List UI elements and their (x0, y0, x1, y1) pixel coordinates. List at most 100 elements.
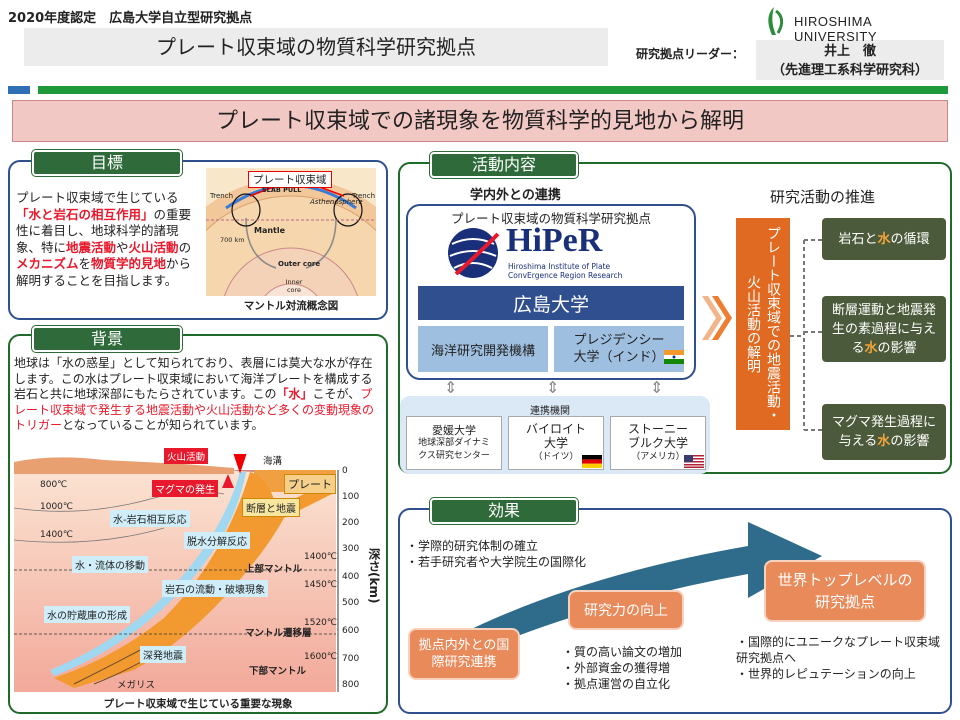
effects-heading: 効果 (430, 498, 578, 524)
germany-flag-icon (582, 455, 602, 468)
temp-1400-right: 1400℃ (304, 552, 338, 562)
process-water-rock: 水-岩石相互反応 (110, 510, 190, 527)
certification-label: 2020年度認定 広島大学自立型研究拠点 (8, 11, 253, 26)
research-item-fault: 断層運動と地震発生の素過程に与える水の影響 (822, 296, 946, 362)
hiper-logo-text: HiPeR (506, 222, 603, 259)
subduction-diagram: 火山活動 海溝 プレート 800℃ 1000℃ 1400℃ 1400℃ 1450… (13, 448, 382, 694)
effect-bullet: ・質の高い論文の増加 (562, 645, 683, 659)
diagram-callout: プレート収束域 (248, 171, 332, 188)
research-goal-vertical: プレート収束域での地震活動・火山活動の解明 (736, 218, 790, 430)
leader-affiliation: （先進理工系科学研究科） (771, 63, 928, 78)
research-item-rock-water: 岩石と水の循環 (822, 218, 946, 260)
label-trench-left: Trench (210, 192, 233, 200)
process-magma: マグマの発生 (152, 480, 218, 497)
depth-600: 600 (342, 626, 360, 636)
inst-ehime: 愛媛大学 地球深部ダイナミ クス研究センター (406, 416, 502, 470)
effect-bullet: ・外部資金の獲得増 (562, 661, 671, 675)
temp-800: 800℃ (40, 480, 68, 490)
process-rock-flow: 岩石の流動・破壊現象 (162, 580, 268, 597)
goal-text: プレート収束域で生じている「水と岩石の相互作用」の重要性に着目し、地球科学的諸現… (16, 190, 192, 288)
temp-1520: 1520℃ (304, 618, 338, 628)
process-fluid-migration: 水・流体の移動 (72, 556, 148, 573)
goal-heading: 目標 (32, 150, 182, 176)
process-dehydration: 脱水分解反応 (184, 532, 250, 549)
label-inner-core: Inner core (285, 278, 303, 294)
effect-bullet: ・世界的レピュテーションの向上 (736, 667, 916, 681)
leader-box: 井上 徹 （先進理工系科学研究科） (756, 40, 944, 80)
label-asthenosphere: Asthenosphere (310, 198, 363, 206)
promotion-title: 研究活動の推進 (770, 188, 876, 206)
main-banner: プレート収束域での諸現象を物質科学的見地から解明 (12, 100, 948, 142)
research-item-magma: マグマ発生過程に与える水の影響 (822, 404, 946, 460)
leader-label: 研究拠点リーダー： (636, 47, 745, 61)
background-text: 地球は「水の惑星」として知られており、表層には莫大な水が存在します。この水はプレ… (14, 356, 375, 432)
link-arrow-3: ⇕ (650, 378, 664, 397)
label-trench-right: Trench (352, 192, 375, 200)
hiper-globe-icon (448, 228, 500, 278)
link-arrow-1: ⇕ (444, 378, 458, 397)
center-title: プレート収束域の物質科学研究拠点 (450, 211, 651, 226)
collab-title: 学内外との連携 (470, 188, 561, 203)
depth-300: 300 (342, 544, 360, 554)
activities-heading: 活動内容 (430, 152, 578, 178)
network-label: 連携機関 (530, 406, 570, 417)
temp-1000: 1000℃ (40, 502, 74, 512)
label-trench: 海溝 (263, 456, 283, 467)
mantle-diagram-caption: マントル対流概念図 (243, 300, 339, 312)
label-plate: プレート (284, 474, 336, 494)
effect-bullet: ・学際的研究体制の確立 (406, 539, 539, 553)
effects-bullets-mid: ・質の高い論文の増加 ・外部資金の獲得増 ・拠点運営の自立化 (562, 644, 742, 692)
depth-100: 100 (342, 492, 360, 502)
effect-bullet: ・国際的にユニークなプレート収束域研究拠点へ (736, 635, 941, 665)
stage-collaboration: 拠点内外との国際研究連携 (408, 628, 520, 680)
partner-jamstec: 海洋研究開発機構 (418, 326, 548, 372)
effect-bullet: ・拠点運営の自立化 (562, 677, 671, 691)
layer-transition: マントル遷移層 (245, 628, 312, 639)
process-water-reservoir: 水の貯蔵庫の形成 (44, 606, 130, 623)
label-mantle: Mantle (254, 226, 286, 235)
effects-bullets-right: ・国際的にユニークなプレート収束域研究拠点へ ・世界的レピュテーションの向上 (736, 634, 948, 682)
header-divider-green (38, 86, 948, 94)
university-name: HIROSHIMA UNIVERSITY (794, 14, 878, 44)
label-700km: 700 km (220, 236, 245, 244)
temp-1450: 1450℃ (304, 580, 338, 590)
depth-0: 0 (342, 466, 348, 476)
background-heading: 背景 (32, 326, 182, 352)
temp-1600: 1600℃ (304, 652, 338, 662)
stage-world-top: 世界トップレベルの研究拠点 (764, 560, 926, 622)
leader-name: 井上 徹 (823, 44, 876, 59)
india-flag-icon (664, 350, 684, 364)
depth-axis-label: 深さ(km) (367, 548, 381, 604)
header-divider-blue (8, 86, 30, 94)
subduction-caption: プレート収束域で生じている重要な現象 (103, 698, 293, 710)
depth-400: 400 (342, 572, 360, 582)
hiroshima-box: 広島大学 (418, 286, 684, 320)
hiper-logo-sub1: Hiroshima Institute of Plate (508, 262, 611, 271)
label-slab-pull: SLAB PULL (262, 186, 302, 194)
university-logo: HIROSHIMA UNIVERSITY (762, 5, 952, 44)
depth-800: 800 (342, 680, 360, 690)
layer-lower-mantle: 下部マントル (249, 666, 307, 677)
hiper-logo-sub2: ConvErgence Region Research (508, 271, 623, 280)
process-fault-earthquake: 断層と地震 (242, 498, 300, 517)
temp-1400-left: 1400℃ (40, 530, 74, 540)
depth-700: 700 (342, 654, 360, 664)
effect-bullet: ・若手研究者や大学院生の国際化 (406, 555, 587, 569)
layer-upper-mantle: 上部マントル (245, 564, 303, 575)
usa-flag-icon (684, 455, 704, 468)
chevron-right-icon (702, 296, 732, 340)
process-megalith: メガリス (117, 680, 156, 691)
effects-bullets-top: ・学際的研究体制の確立 ・若手研究者や大学院生の国際化 (406, 538, 606, 570)
page-title: プレート収束域の物質科学研究拠点 (24, 28, 608, 66)
stage-capability: 研究力の向上 (568, 590, 684, 630)
process-deep-earthquake: 深発地震 (140, 646, 186, 663)
university-mark-icon (768, 7, 784, 35)
label-volcanic-activity: 火山活動 (164, 448, 209, 464)
link-arrow-2: ⇕ (546, 378, 560, 397)
hiper-logo: HiPeR Hiroshima Institute of Plate ConvE… (446, 222, 666, 282)
depth-500: 500 (342, 598, 360, 608)
partner-presidency: プレジデンシー 大学（インド） (554, 326, 684, 372)
depth-200: 200 (342, 518, 360, 528)
mantle-convection-diagram: プレート収束域 Trench SLAB PULL Mantle Asthenos… (206, 168, 376, 296)
branch-connector (790, 239, 824, 431)
